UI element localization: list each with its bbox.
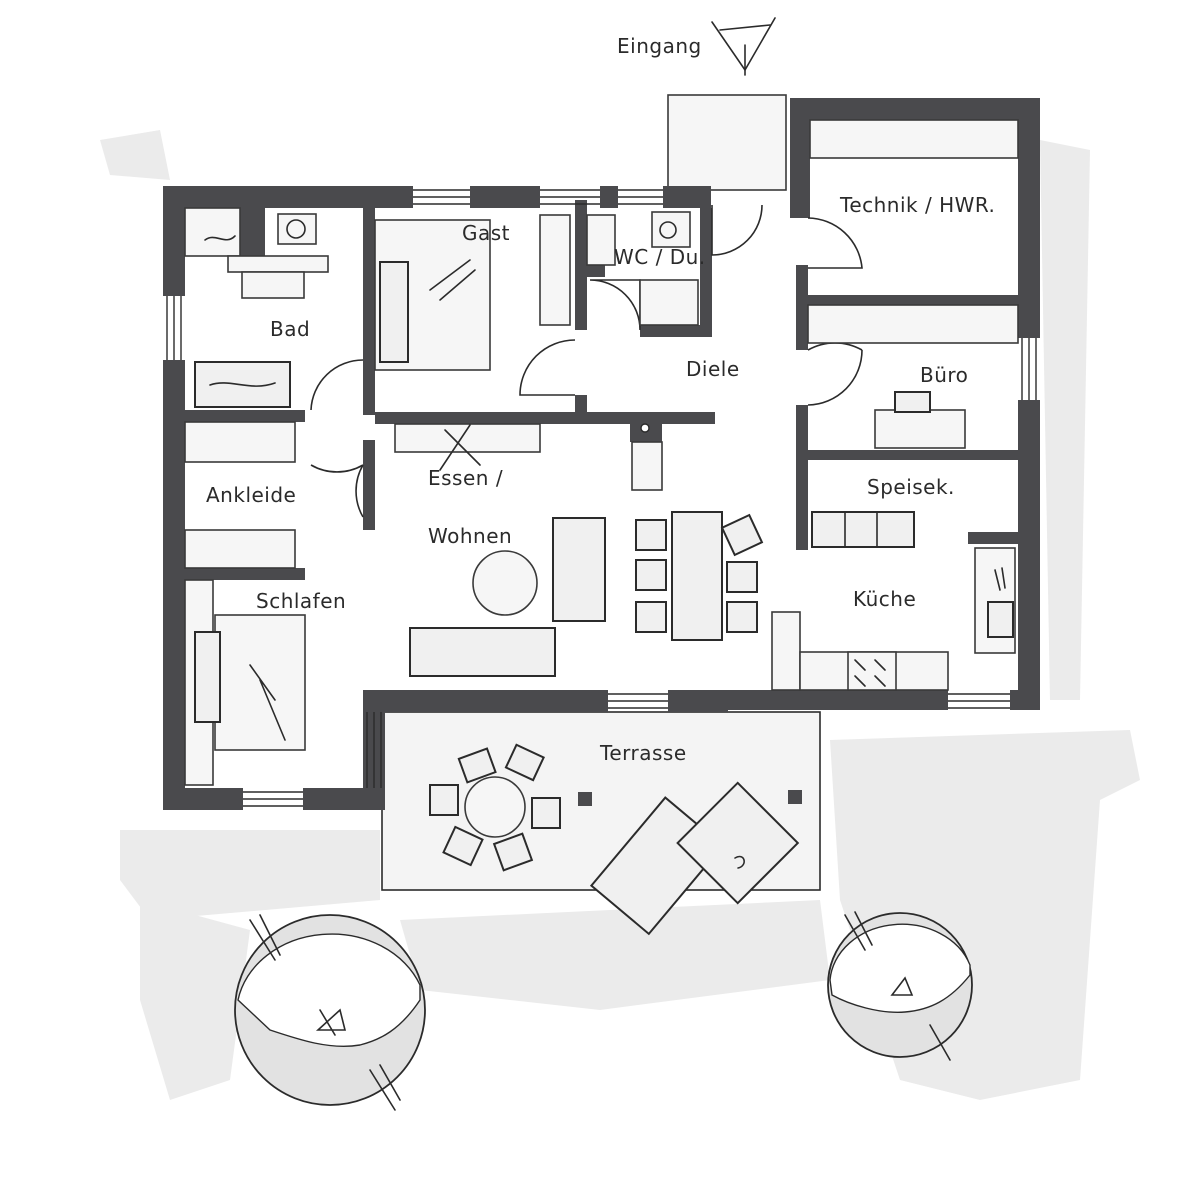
- label-buero: Büro: [920, 363, 968, 387]
- label-essen-1: Essen /: [428, 466, 503, 490]
- label-technik: Technik / HWR.: [839, 193, 995, 217]
- room-labels: Eingang Technik / HWR. Gast WC / Du. Bad…: [206, 34, 995, 765]
- label-bad: Bad: [270, 317, 310, 341]
- entrance-arrow-icon: [711, 17, 776, 76]
- label-gast: Gast: [462, 221, 510, 245]
- doors: [310, 204, 863, 518]
- label-schlafen: Schlafen: [256, 589, 346, 613]
- furniture: [184, 119, 1019, 936]
- label-diele: Diele: [686, 357, 740, 381]
- label-terrasse: Terrasse: [599, 741, 687, 765]
- entry-porch: [667, 94, 787, 191]
- windows: [166, 189, 1037, 807]
- tree-right: [827, 911, 973, 1061]
- label-entrance: Eingang: [617, 34, 702, 58]
- label-essen-2: Wohnen: [428, 524, 512, 548]
- label-wc: WC / Du.: [614, 245, 706, 269]
- label-ankleide: Ankleide: [206, 483, 296, 507]
- label-speisek: Speisek.: [867, 475, 955, 499]
- label-kueche: Küche: [853, 587, 916, 611]
- tree-left: [234, 914, 426, 1111]
- walls: [163, 98, 1040, 810]
